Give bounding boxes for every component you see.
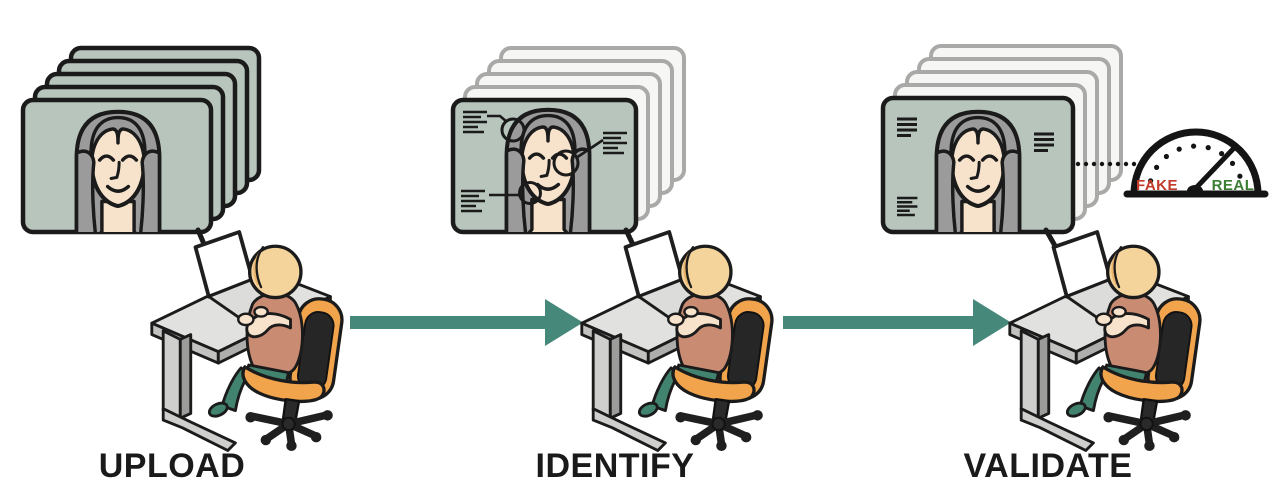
fake-real-meter: FAKE REAL	[1123, 128, 1269, 198]
meter-needle-hub	[1187, 185, 1203, 197]
step-label-upload: UPLOAD	[98, 447, 246, 485]
analysis-circle-eye	[552, 149, 580, 177]
analysis-circle-hair	[500, 117, 526, 143]
dotted-connector	[1075, 161, 1137, 167]
meter-tick-dots	[1148, 143, 1243, 184]
step-identify-panel	[450, 46, 775, 451]
meter-real-label: REAL	[1212, 177, 1255, 194]
step-upload-panel	[20, 45, 345, 451]
face-analysis-annotations	[459, 110, 629, 213]
woman-portrait	[77, 112, 160, 248]
step-label-identify: IDENTIFY	[535, 447, 695, 485]
analysis-circle-chin	[518, 181, 542, 205]
flow-arrow	[783, 299, 1011, 346]
meter-body	[1130, 128, 1262, 198]
meter-needle	[1191, 144, 1238, 193]
woman-portrait	[507, 110, 590, 246]
woman-portrait	[937, 112, 1020, 248]
analyst-at-desk	[152, 232, 345, 451]
annotation-connector	[575, 138, 604, 160]
meter-fake-label: FAKE	[1136, 177, 1178, 194]
annotation-connector	[487, 114, 508, 123]
analyst-at-desk	[582, 232, 775, 451]
step-label-validate: VALIDATE	[963, 447, 1133, 485]
analyst-at-desk	[1010, 232, 1203, 451]
step-validate-panel: FAKE REAL	[880, 44, 1269, 451]
flow-arrow	[350, 299, 583, 346]
